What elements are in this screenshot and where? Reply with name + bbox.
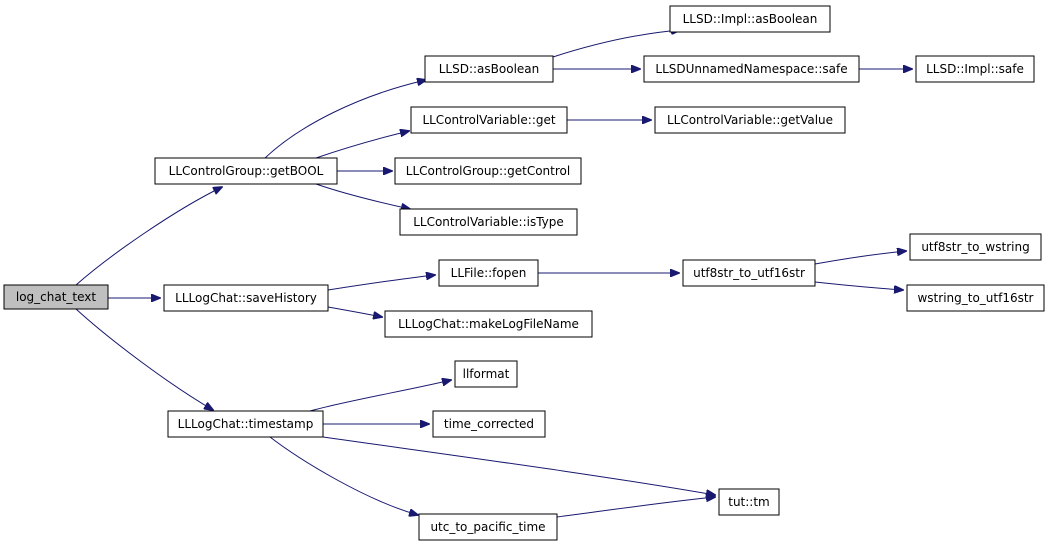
node-box[interactable]: [394, 157, 582, 185]
node-label: tut::tm: [728, 495, 770, 509]
node-getBOOL[interactable]: LLControlGroup::getBOOL: [154, 157, 338, 185]
node-box[interactable]: [654, 106, 846, 134]
node-label: LLControlVariable::isType: [413, 215, 564, 229]
node-utc_to_pacific[interactable]: utc_to_pacific_time: [418, 513, 558, 541]
node-label: LLControlVariable::getValue: [667, 113, 833, 127]
node-fopen[interactable]: LLFile::fopen: [438, 259, 539, 287]
edge-timestamp-to-llformat: [309, 380, 451, 412]
node-box[interactable]: [418, 513, 558, 541]
node-box[interactable]: [682, 259, 816, 287]
node-tut_tm[interactable]: tut::tm: [718, 488, 780, 516]
edge-utf8_to_utf16-to-wstring_to_utf16: [814, 281, 903, 290]
node-timestamp[interactable]: LLLogChat::timestamp: [167, 410, 324, 438]
node-box[interactable]: [643, 55, 860, 83]
node-label: utc_to_pacific_time: [430, 520, 545, 534]
node-box[interactable]: [438, 259, 539, 287]
node-box[interactable]: [909, 233, 1042, 261]
node-time_corrected[interactable]: time_corrected: [432, 410, 546, 438]
node-wstring_to_utf16[interactable]: wstring_to_utf16str: [906, 284, 1045, 312]
node-log_chat_text[interactable]: log_chat_text: [3, 284, 109, 310]
edge-asBoolean-to-impl_asBoolean: [552, 30, 680, 58]
node-makeLogFileName[interactable]: LLLogChat::makeLogFileName: [384, 310, 593, 338]
node-label: LLControlGroup::getControl: [406, 164, 570, 178]
node-label: LLSD::Impl::asBoolean: [683, 12, 818, 26]
node-box[interactable]: [906, 284, 1045, 312]
node-box[interactable]: [718, 488, 780, 516]
node-box[interactable]: [3, 284, 109, 310]
node-box[interactable]: [384, 310, 593, 338]
node-isType[interactable]: LLControlVariable::isType: [399, 208, 578, 236]
node-box[interactable]: [167, 410, 324, 438]
node-box[interactable]: [399, 208, 578, 236]
edge-utf8_to_utf16-to-utf8_to_wstring: [814, 251, 906, 265]
edge-getBOOL-to-cv_get: [315, 131, 409, 159]
node-label: utf8str_to_wstring: [921, 240, 1029, 254]
edges-layer: [75, 30, 912, 518]
node-label: wstring_to_utf16str: [917, 291, 1033, 305]
node-label: utf8str_to_utf16str: [693, 266, 805, 280]
node-label: time_corrected: [444, 417, 534, 431]
edge-getBOOL-to-asBoolean: [264, 80, 426, 159]
edge-saveHistory-to-fopen: [327, 275, 435, 291]
edge-timestamp-to-tut_tm: [322, 436, 715, 495]
node-impl_asBoolean[interactable]: LLSD::Impl::asBoolean: [669, 5, 831, 33]
node-label: LLControlVariable::get: [422, 113, 555, 127]
node-utf8_to_utf16[interactable]: utf8str_to_utf16str: [682, 259, 816, 287]
node-box[interactable]: [410, 106, 568, 134]
node-label: LLSD::Impl::safe: [926, 62, 1024, 76]
node-getControl[interactable]: LLControlGroup::getControl: [394, 157, 582, 185]
node-utf8_to_wstring[interactable]: utf8str_to_wstring: [909, 233, 1042, 261]
node-box[interactable]: [454, 360, 518, 388]
edge-log_chat_text-to-getBOOL: [75, 187, 222, 286]
node-label: LLControlGroup::getBOOL: [169, 164, 324, 178]
node-box[interactable]: [163, 284, 329, 312]
node-getValue[interactable]: LLControlVariable::getValue: [654, 106, 846, 134]
node-asBoolean[interactable]: LLSD::asBoolean: [424, 55, 554, 83]
node-label: llformat: [463, 367, 510, 381]
node-cv_get[interactable]: LLControlVariable::get: [410, 106, 568, 134]
edge-saveHistory-to-makeLogFileName: [327, 306, 382, 317]
node-unnamed_safe[interactable]: LLSDUnnamedNamespace::safe: [643, 55, 860, 83]
edge-timestamp-to-utc_to_pacific: [269, 436, 418, 515]
node-saveHistory[interactable]: LLLogChat::saveHistory: [163, 284, 329, 312]
edge-getBOOL-to-isType: [315, 183, 410, 209]
node-label: LLLogChat::makeLogFileName: [398, 317, 579, 331]
node-label: LLLogChat::saveHistory: [175, 291, 317, 305]
node-label: LLFile::fopen: [451, 266, 527, 280]
node-box[interactable]: [424, 55, 554, 83]
node-impl_safe[interactable]: LLSD::Impl::safe: [915, 55, 1035, 83]
node-label: log_chat_text: [16, 290, 97, 304]
node-label: LLLogChat::timestamp: [178, 417, 314, 431]
edge-log_chat_text-to-timestamp: [75, 308, 213, 410]
node-box[interactable]: [432, 410, 546, 438]
node-label: LLSD::asBoolean: [439, 62, 540, 76]
node-label: LLSDUnnamedNamespace::safe: [655, 62, 847, 76]
edge-utc_to_pacific-to-tut_tm: [556, 497, 715, 518]
node-box[interactable]: [915, 55, 1035, 83]
node-box[interactable]: [154, 157, 338, 185]
nodes-layer: log_chat_text LLControlGroup::getBOOLLLLo…: [3, 5, 1045, 541]
node-llformat[interactable]: llformat: [454, 360, 518, 388]
node-box[interactable]: [669, 5, 831, 33]
